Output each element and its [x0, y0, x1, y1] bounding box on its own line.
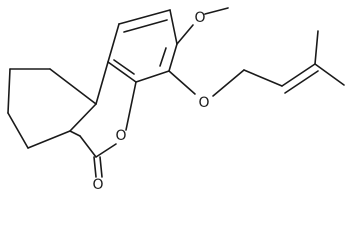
cyclohexene-ring — [7, 68, 97, 149]
lactone-ring — [69, 61, 137, 158]
carbonyl-oxygen-label: O — [92, 177, 103, 193]
carbonyl-bonds — [93, 156, 103, 178]
structure-drawing: O O O O — [7, 7, 345, 193]
molecule-diagram: O O O O — [7, 7, 345, 193]
benzene-ring — [107, 9, 178, 83]
prenyl-ether-bonds — [168, 30, 345, 97]
ring-oxygen-label: O — [115, 128, 126, 144]
methoxy-bonds — [176, 7, 229, 45]
ether-oxygen-label: O — [198, 95, 209, 111]
methoxy-oxygen-label: O — [194, 10, 205, 26]
